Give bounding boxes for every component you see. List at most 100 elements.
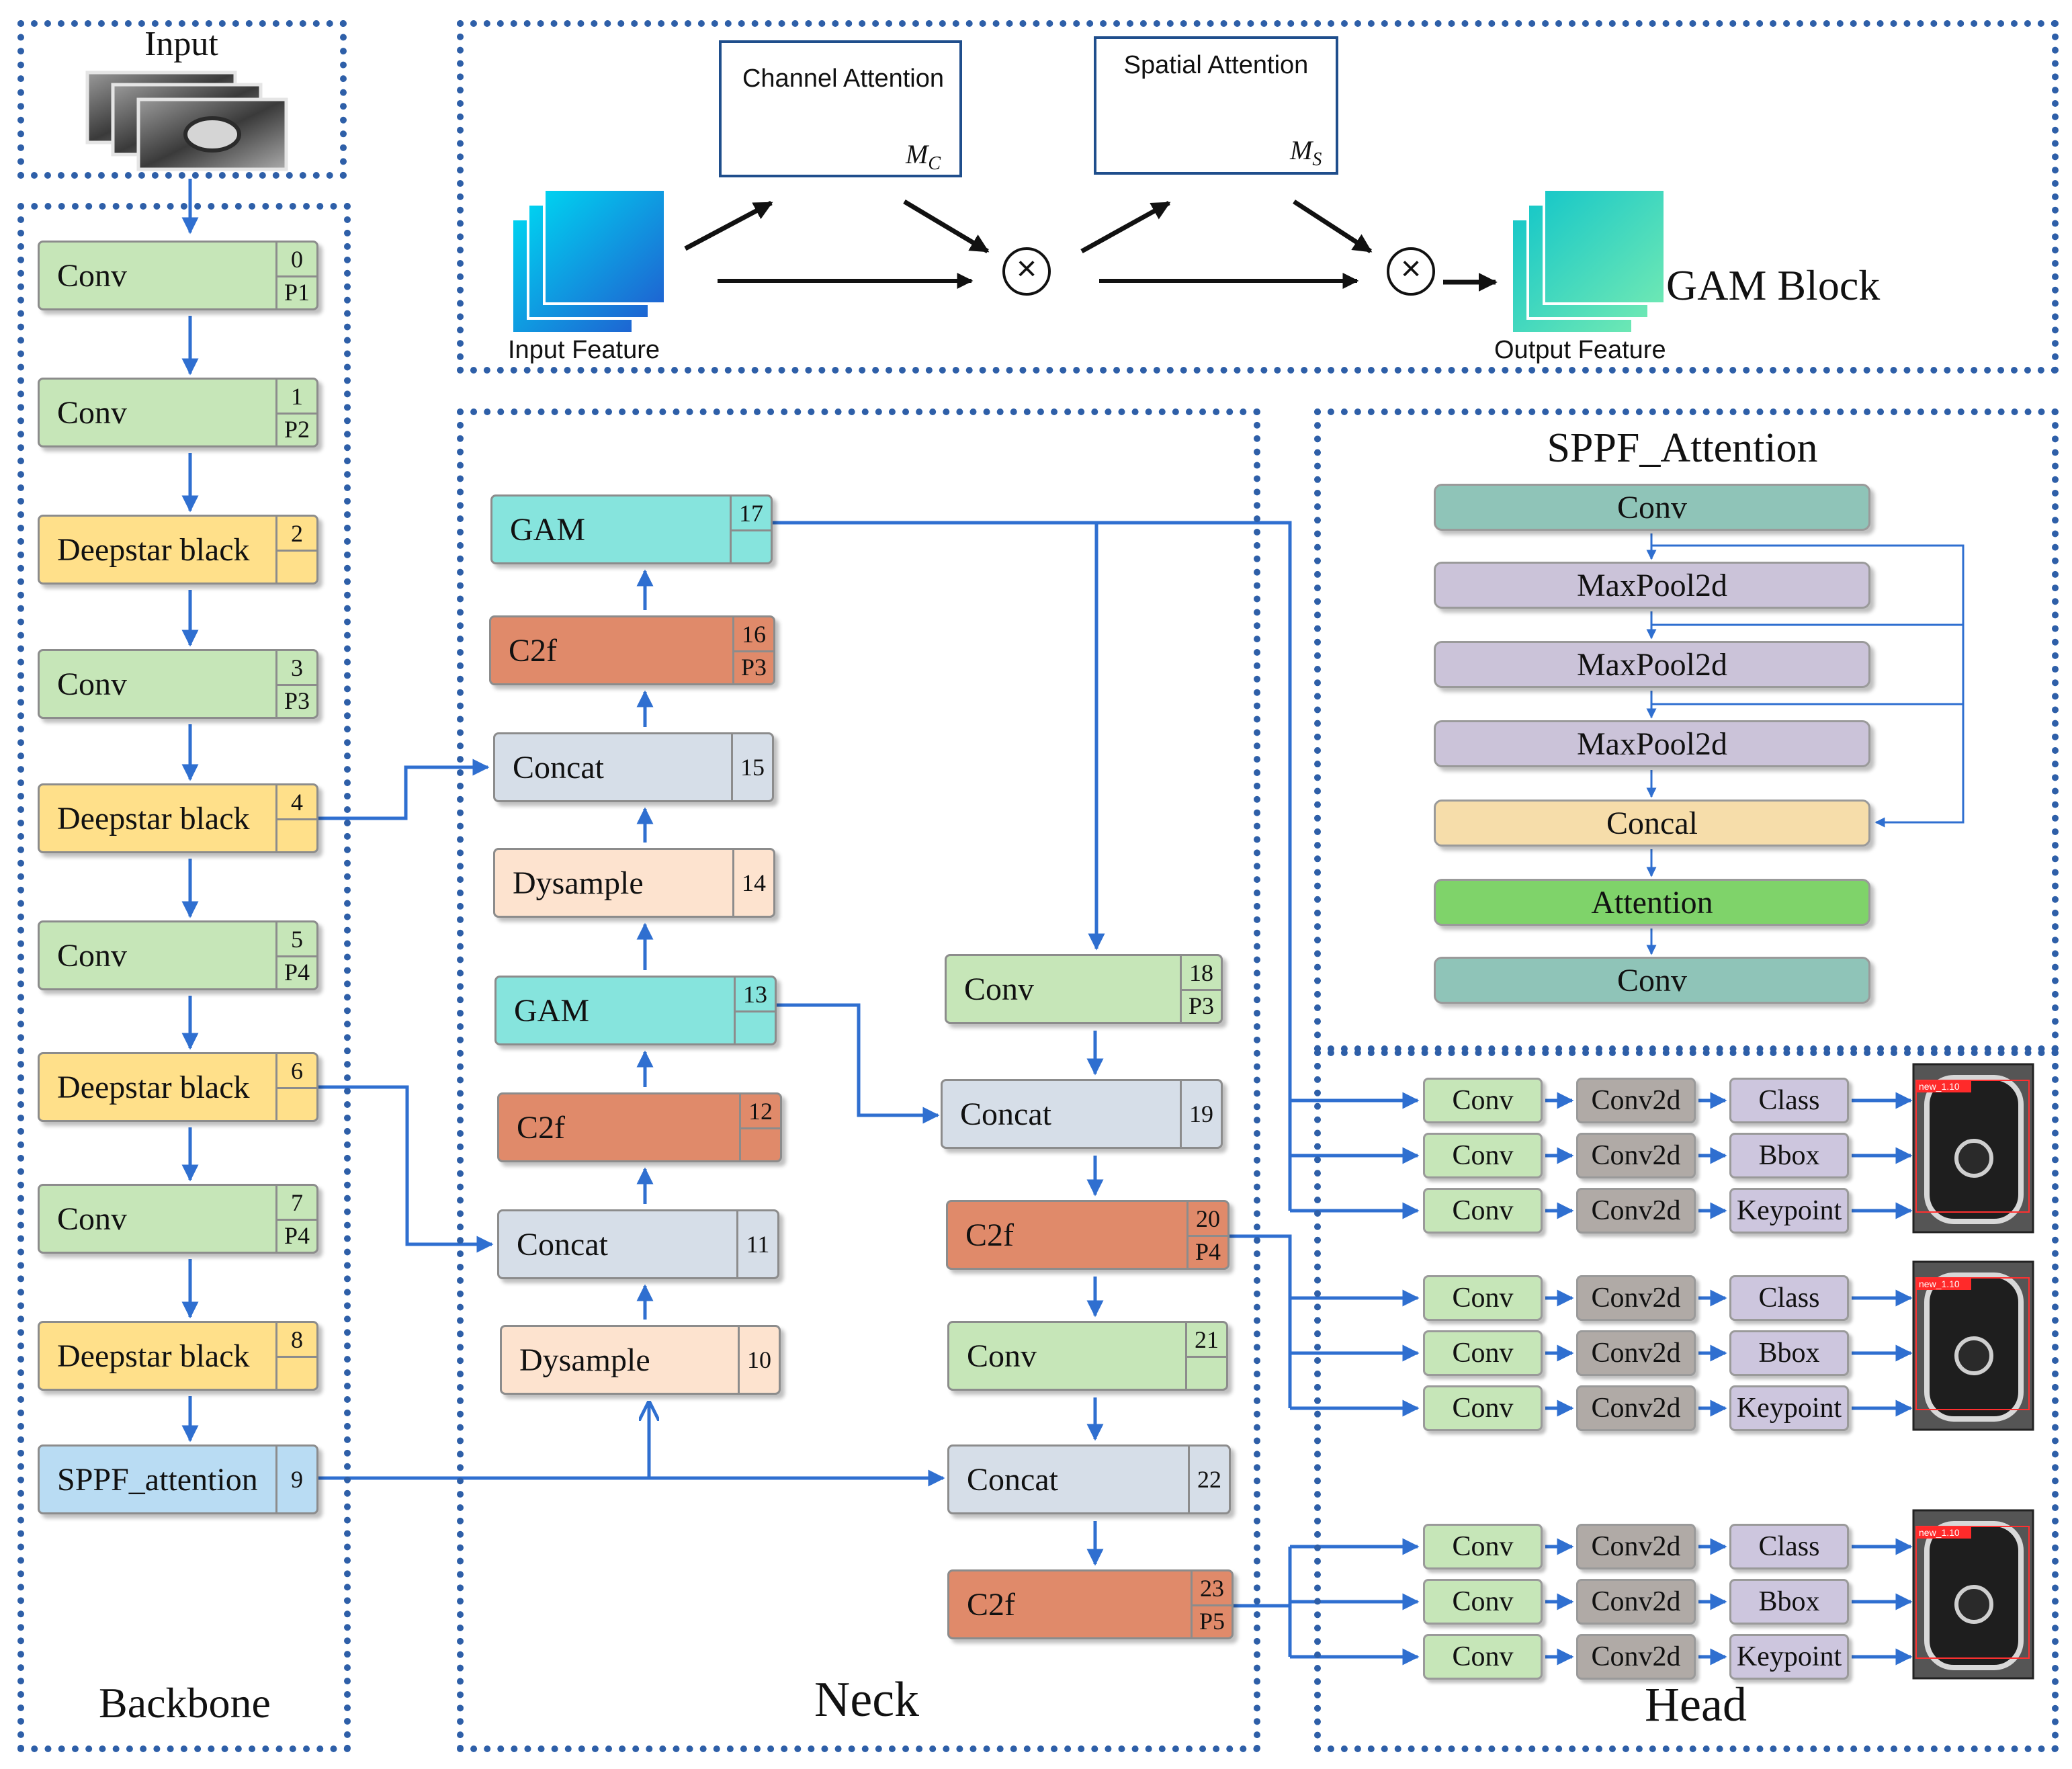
section-head	[1314, 1049, 2059, 1752]
head-g0-output-image-bbox	[1915, 1080, 2030, 1213]
neck-node-16-stage: P3	[740, 653, 767, 681]
backbone-node-3-number: 3	[277, 651, 316, 686]
neck-node-15-label: Concat	[513, 749, 604, 785]
sppf-attention-title: SPPF_Attention	[1547, 425, 1818, 471]
section-input	[17, 20, 347, 179]
head-g0-task-2: Keypoint	[1729, 1188, 1849, 1234]
neck-node-17-stage	[732, 529, 771, 562]
backbone-title: Backbone	[99, 1679, 271, 1727]
neck-node-21-stage	[1187, 1356, 1226, 1389]
neck-node-16-number: 16	[734, 617, 773, 652]
head-g0-task-0: Class	[1729, 1078, 1849, 1123]
backbone-node-9-index: 9	[275, 1447, 316, 1512]
neck-node-18-stage: P3	[1188, 992, 1215, 1019]
head-g1-conv-1: Conv	[1423, 1330, 1543, 1376]
gam-arrow-to-channel	[684, 200, 773, 251]
neck-node-15-number: 15	[740, 754, 765, 781]
gam-mc-main: M	[906, 139, 929, 169]
head-g1-conv2d-2: Conv2d	[1576, 1385, 1696, 1431]
neck-node-20-stage: P4	[1195, 1238, 1221, 1265]
head-g0-output-image-tag: new_1.10	[1919, 1081, 1960, 1092]
backbone-node-8-index: 8	[275, 1323, 316, 1389]
neck-node-17-label: GAM	[510, 511, 586, 548]
head-g2-task-2: Keypoint	[1729, 1634, 1849, 1680]
arrow-deepstar4-to-concat15	[318, 759, 490, 820]
input-title: Input	[144, 25, 218, 63]
backbone-node-2-number: 2	[277, 517, 316, 552]
neck-node-19-label: Concat	[960, 1096, 1051, 1132]
sppf-node-1: MaxPool2d	[1434, 562, 1870, 609]
gam-arrow-to-spatial	[1080, 200, 1171, 254]
head-g1-conv-2: Conv	[1423, 1385, 1543, 1431]
neck-node-10-label: Dysample	[519, 1342, 650, 1378]
gam-input-layer-2	[543, 188, 666, 305]
neck-node-12: C2f 12	[497, 1092, 782, 1162]
neck-node-10-index: 10	[738, 1327, 779, 1393]
section-neck	[457, 408, 1260, 1752]
backbone-node-9-number: 9	[291, 1466, 303, 1493]
backbone-node-0-stage: P1	[284, 278, 310, 306]
backbone-node-1-number: 1	[277, 380, 316, 415]
gam-ms-main: M	[1290, 135, 1313, 165]
head-g1-task-1: Bbox	[1729, 1330, 1849, 1376]
multiply-symbol-0: ×	[1016, 249, 1037, 288]
sppf-node-2: MaxPool2d	[1434, 641, 1870, 688]
sppf-node-4: Concal	[1434, 800, 1870, 847]
line-gam17-to-head	[1096, 521, 1292, 1102]
backbone-node-2-label: Deepstar black	[57, 531, 250, 568]
gam-ms-label: MS	[1290, 134, 1344, 171]
head-g1-conv2d-1: Conv2d	[1576, 1330, 1696, 1376]
multiply-circle-1	[1387, 247, 1435, 296]
head-g2-conv2d-0: Conv2d	[1576, 1524, 1696, 1569]
head-g2-conv-1: Conv	[1423, 1579, 1543, 1625]
neck-node-13-number: 13	[736, 978, 775, 1012]
backbone-node-3-label: Conv	[57, 666, 128, 702]
neck-node-13-index: 13	[734, 978, 775, 1043]
head-g2-task-0: Class	[1729, 1524, 1849, 1569]
head-g0-output-image-tag-bg	[1916, 1080, 1971, 1092]
backbone-node-6-stage	[277, 1087, 316, 1120]
neck-node-22-number: 22	[1197, 1466, 1221, 1493]
head-g0-conv-0: Conv	[1423, 1078, 1543, 1123]
neck-node-10: Dysample 10	[500, 1325, 781, 1395]
head-g2-task-1: Bbox	[1729, 1579, 1849, 1625]
neck-node-16-label: C2f	[509, 632, 557, 668]
head-g0-conv-2: Conv	[1423, 1188, 1543, 1234]
backbone-node-5-number: 5	[277, 922, 316, 957]
head-g1-conv-0: Conv	[1423, 1275, 1543, 1321]
neck-node-23-stage: P5	[1199, 1607, 1225, 1635]
head-g0-conv2d-0: Conv2d	[1576, 1078, 1696, 1123]
neck-node-12-stage	[741, 1127, 780, 1160]
gam-block-title: GAM Block	[1666, 261, 1881, 309]
backbone-node-2-stage	[277, 550, 316, 583]
input-image-ring-2	[183, 116, 241, 153]
neck-node-12-label: C2f	[517, 1109, 565, 1146]
neck-node-18-label: Conv	[964, 971, 1035, 1007]
backbone-node-9-label: SPPF_attention	[57, 1461, 258, 1498]
sppf-node-0: Conv	[1434, 484, 1870, 531]
backbone-node-8-stage	[277, 1356, 316, 1389]
head-g2-conv-0: Conv	[1423, 1524, 1543, 1569]
sppf-node-5: Attention	[1434, 879, 1870, 926]
neck-node-22-index: 22	[1188, 1447, 1229, 1512]
gam-spatial-attention-box	[1094, 36, 1338, 175]
neck-node-12-index: 12	[739, 1094, 780, 1160]
sppf-node-3: MaxPool2d	[1434, 720, 1870, 767]
gam-ms-sub: S	[1312, 149, 1322, 170]
head-g2-conv-2: Conv	[1423, 1634, 1543, 1680]
sppf-node-6: Conv	[1434, 957, 1870, 1004]
